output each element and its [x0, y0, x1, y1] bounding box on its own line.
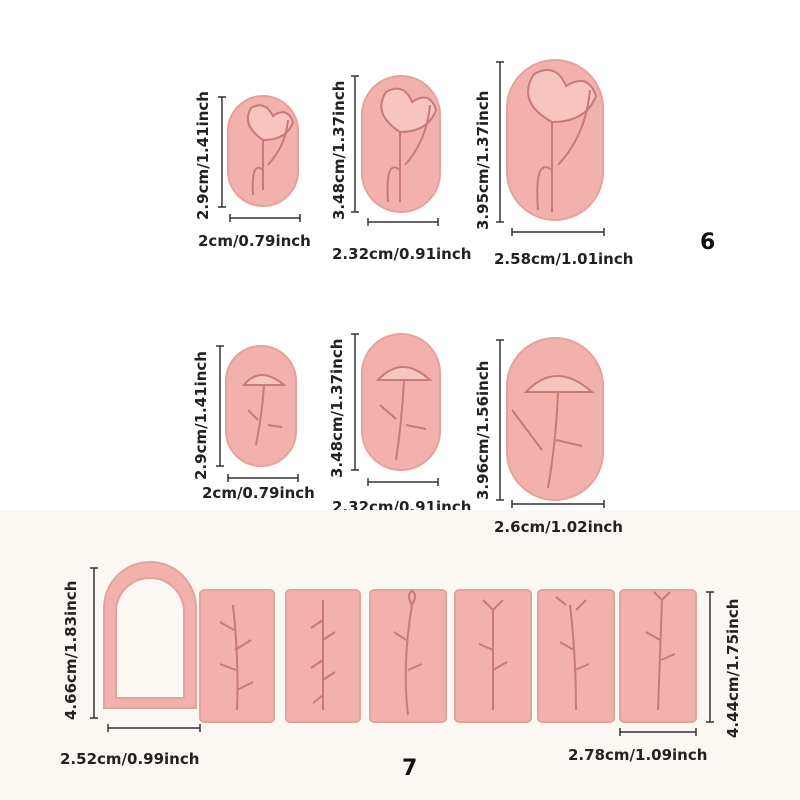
set-6-illustration [216, 59, 605, 508]
row2-dimension-lines [216, 333, 605, 508]
set-7-number: 7 [402, 756, 418, 781]
stamp-width-label: 2.78cm/1.09inch [568, 746, 708, 764]
row1-size1-width: 2cm/0.79inch [198, 232, 311, 250]
stamp-tiles [199, 589, 697, 723]
stamp-botanicals [219, 589, 676, 716]
set-7-illustration [90, 561, 714, 736]
row2-size2-height: 3.48cm/1.37inch [328, 338, 346, 478]
poppy-cutter-medium [361, 75, 441, 213]
row1-size3-height: 3.95cm/1.37inch [474, 90, 492, 230]
set-7-dimension-lines [90, 567, 714, 736]
row1-dimension-lines [218, 61, 605, 236]
daisy-cutter-large [506, 337, 604, 501]
set-6-panel: 2.9cm/1.41inch 2cm/0.79inch 3.48cm/1.37i… [192, 59, 716, 536]
row2-size1-height: 2.9cm/1.41inch [192, 351, 210, 480]
set-7-panel: 4.66cm/1.83inch 2.52cm/0.99inch 4.44cm/1… [0, 510, 800, 800]
stamp-height-label: 4.44cm/1.75inch [724, 598, 742, 738]
row1-size2-height: 3.48cm/1.37inch [330, 80, 348, 220]
daisy-cutter-medium [361, 333, 441, 471]
daisy-cutter-small [225, 345, 297, 467]
row2-size3-width: 2.6cm/1.02inch [494, 518, 623, 536]
poppy-cutter-small [227, 95, 299, 207]
cutter-height-label: 4.66cm/1.83inch [62, 580, 80, 720]
row2-size1-width: 2cm/0.79inch [202, 484, 315, 502]
arch-cutter [103, 561, 197, 709]
row1-size2-width: 2.32cm/0.91inch [332, 245, 472, 263]
poppy-cutter-large [506, 59, 604, 221]
cutter-width-label: 2.52cm/0.99inch [60, 750, 200, 768]
set-6-number: 6 [700, 230, 716, 255]
row1-size1-height: 2.9cm/1.41inch [194, 91, 212, 220]
row2-size3-height: 3.96cm/1.56inch [474, 360, 492, 500]
row1-size3-width: 2.58cm/1.01inch [494, 250, 634, 268]
